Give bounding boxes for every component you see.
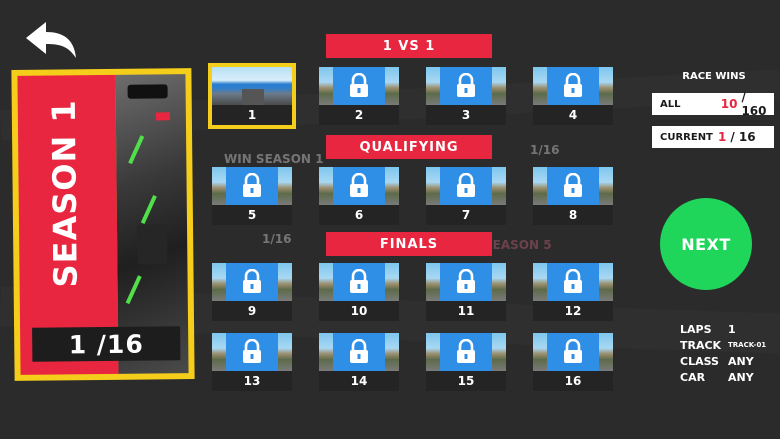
race-tile[interactable]: 7 xyxy=(426,167,506,225)
race-tile[interactable]: 2 xyxy=(319,67,399,125)
track-label: TRACK xyxy=(680,338,722,352)
race-tile[interactable]: 16 xyxy=(533,333,613,391)
lock-icon xyxy=(547,67,599,105)
race-tile[interactable]: 13 xyxy=(212,333,292,391)
section-header-finals: FINALS xyxy=(326,232,492,256)
race-tile[interactable]: 12 xyxy=(533,263,613,321)
race-tile[interactable]: 8 xyxy=(533,167,613,225)
car-value: ANY xyxy=(728,370,754,384)
race-number: 14 xyxy=(319,371,399,391)
race-number: 10 xyxy=(319,301,399,321)
race-tile[interactable]: 11 xyxy=(426,263,506,321)
lock-icon xyxy=(547,167,599,205)
lock-icon xyxy=(440,263,492,301)
lock-icon xyxy=(226,263,278,301)
lock-icon xyxy=(547,333,599,371)
race-track-thumbnail xyxy=(212,67,292,105)
race-tile[interactable]: 4 xyxy=(533,67,613,125)
season-card[interactable]: SEASON 1 1 /16 xyxy=(11,68,195,381)
race-number: 13 xyxy=(212,371,292,391)
race-number: 6 xyxy=(319,205,399,225)
ghost-progress-text: 1/16 xyxy=(262,232,292,246)
lock-icon xyxy=(226,333,278,371)
lock-icon xyxy=(333,167,385,205)
race-wins-current: CURRENT 1 / 16 xyxy=(652,126,774,148)
race-info-track: TRACK TRACK-01 xyxy=(680,337,776,353)
race-number: 3 xyxy=(426,105,506,125)
track-value: TRACK-01 xyxy=(728,341,767,349)
race-number: 2 xyxy=(319,105,399,125)
season-progress: 1 /16 xyxy=(32,326,181,362)
race-number: 8 xyxy=(533,205,613,225)
race-tile[interactable]: 9 xyxy=(212,263,292,321)
lock-icon xyxy=(440,67,492,105)
lock-icon xyxy=(440,333,492,371)
race-wins-all-total: / 160 xyxy=(741,90,767,118)
ghost-season-text: SEASON 5 xyxy=(484,238,552,252)
race-tile[interactable]: 10 xyxy=(319,263,399,321)
lock-icon xyxy=(333,263,385,301)
back-arrow-icon xyxy=(26,22,76,58)
season-title: SEASON 1 xyxy=(44,99,85,288)
race-info: LAPS 1 TRACK TRACK-01 CLASS ANY CAR ANY xyxy=(680,321,776,385)
section-header-qualifying: QUALIFYING xyxy=(326,135,492,159)
race-tile[interactable]: 1 xyxy=(208,63,296,129)
race-number: 5 xyxy=(212,205,292,225)
class-value: ANY xyxy=(728,354,754,368)
ghost-win-season-text: WIN SEASON 1 xyxy=(224,152,324,166)
race-number: 9 xyxy=(212,301,292,321)
lock-icon xyxy=(333,333,385,371)
car-label: CAR xyxy=(680,370,706,384)
laps-value: 1 xyxy=(728,322,736,336)
race-info-car: CAR ANY xyxy=(680,369,776,385)
race-tile[interactable]: 14 xyxy=(319,333,399,391)
section-header-1v1: 1 VS 1 xyxy=(326,34,492,58)
race-wins-current-total: / 16 xyxy=(730,130,756,144)
race-wins-all-label: ALL xyxy=(660,98,681,110)
race-number: 12 xyxy=(533,301,613,321)
race-number: 16 xyxy=(533,371,613,391)
race-tile[interactable]: 3 xyxy=(426,67,506,125)
back-button[interactable] xyxy=(22,18,80,62)
ghost-progress-text: 1/16 xyxy=(530,143,560,157)
race-wins-current-label: CURRENT xyxy=(660,131,713,143)
lock-icon xyxy=(440,167,492,205)
next-button[interactable]: NEXT xyxy=(660,198,752,290)
race-wins-title: RACE WINS xyxy=(682,71,746,82)
race-wins-all: ALL 10 / 160 xyxy=(652,90,774,118)
lock-icon xyxy=(547,263,599,301)
race-number: 11 xyxy=(426,301,506,321)
lock-icon xyxy=(333,67,385,105)
race-tile[interactable]: 5 xyxy=(212,167,292,225)
laps-label: LAPS xyxy=(680,322,712,336)
lock-icon xyxy=(226,167,278,205)
race-number: 4 xyxy=(533,105,613,125)
race-number: 15 xyxy=(426,371,506,391)
race-tile[interactable]: 6 xyxy=(319,167,399,225)
race-number: 7 xyxy=(426,205,506,225)
race-info-class: CLASS ANY xyxy=(680,353,776,369)
class-label: CLASS xyxy=(680,354,719,368)
race-number: 1 xyxy=(212,105,292,125)
race-wins-current-value: 1 xyxy=(718,130,727,144)
race-info-laps: LAPS 1 xyxy=(680,321,776,337)
race-tile[interactable]: 15 xyxy=(426,333,506,391)
race-wins-all-value: 10 xyxy=(720,97,738,111)
